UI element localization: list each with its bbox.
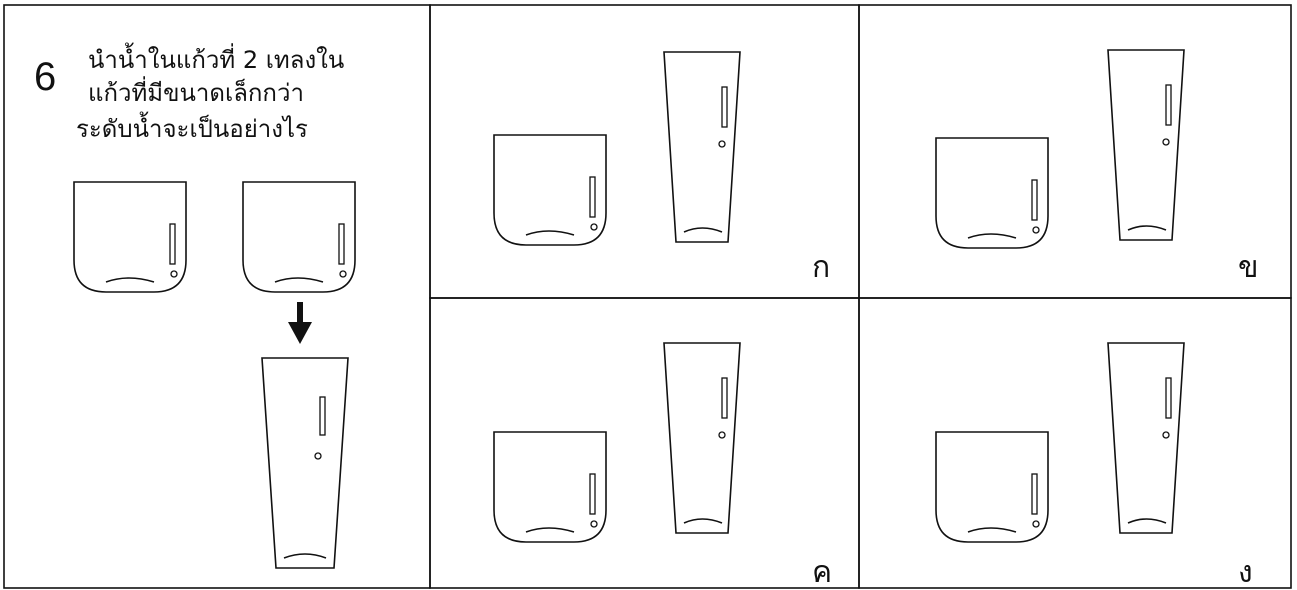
choice-c-short-glass xyxy=(494,432,606,542)
choice-label-d: ง xyxy=(1238,555,1253,590)
choice-panel-d[interactable] xyxy=(859,298,1291,588)
choice-a-tall-glass xyxy=(664,52,740,242)
choice-label-c: ค xyxy=(812,555,832,590)
choice-d-short-glass xyxy=(936,432,1048,542)
choice-panel-b[interactable] xyxy=(859,5,1291,298)
choice-b-short-glass xyxy=(936,138,1048,248)
choice-label-b: ข xyxy=(1238,250,1259,285)
pour-arrow-icon xyxy=(288,302,312,344)
choice-a-short-glass xyxy=(494,135,606,245)
question-line-3: ระดับน้ำจะเป็นอย่างไร xyxy=(76,111,308,143)
question-number: 6 xyxy=(34,55,56,99)
tall-glass-target xyxy=(262,358,348,568)
glass-2 xyxy=(243,182,355,292)
choice-b-tall-glass xyxy=(1108,50,1184,240)
question-line-1: นำน้ำในแก้วที่ 2 เทลงใน xyxy=(88,42,344,74)
choice-d-tall-glass xyxy=(1108,343,1184,533)
choice-label-a: ก xyxy=(812,250,830,285)
glass-1 xyxy=(74,182,186,292)
question-line-2: แก้วที่มีขนาดเล็กกว่า xyxy=(88,76,304,107)
choice-c-tall-glass xyxy=(664,343,740,533)
